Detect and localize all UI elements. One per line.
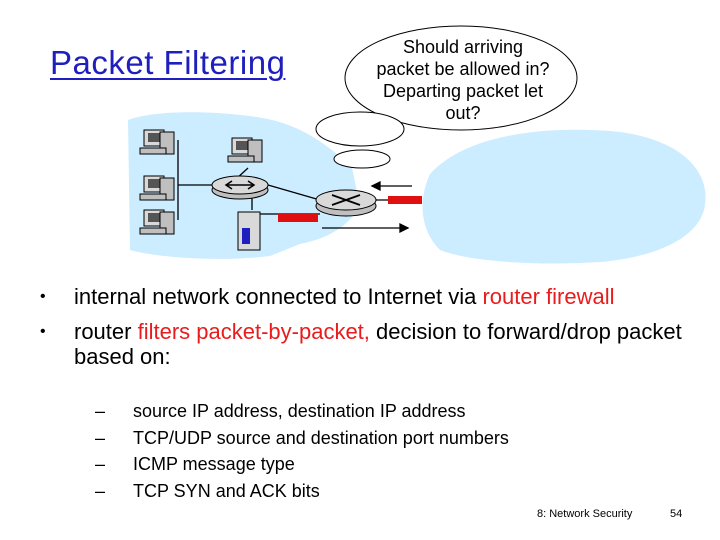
bubble-line: packet be allowed in? (376, 59, 550, 79)
bullet-text: internal network connected to Internet v… (74, 284, 483, 309)
packet (278, 214, 318, 222)
bubble-line: out? (445, 103, 481, 123)
workstation-icon (139, 209, 175, 235)
internet-cloud (422, 129, 706, 264)
bullet-text-highlight: router firewall (482, 284, 615, 309)
bullet-text-highlight: filters packet-by-packet, (137, 319, 370, 344)
packet (388, 196, 422, 204)
sub-bullet-marker: – (95, 427, 106, 448)
sub-bullet-list: – source IP address, destination IP addre… (95, 398, 509, 504)
sub-bullet-item: – ICMP message type (95, 451, 509, 478)
sub-bullet-text: source IP address, destination IP addres… (133, 401, 466, 421)
bullet-marker: • (40, 323, 46, 340)
router-icon (315, 189, 377, 217)
arrow-icon (370, 180, 412, 192)
network-diagram (128, 25, 706, 264)
sub-bullet-text: ICMP message type (133, 454, 295, 474)
footer-course-label: 8: Network Security (537, 508, 633, 520)
sub-bullet-item: – TCP SYN and ACK bits (95, 478, 509, 505)
sub-bullet-marker: – (95, 454, 106, 474)
thought-bubble (344, 25, 578, 131)
thought-bubble-small-1 (315, 111, 405, 147)
thought-bubble-text: Should arriving packet be allowed in? De… (352, 36, 574, 124)
slide-number: 54 (670, 508, 683, 520)
workstation-icon (227, 137, 263, 163)
sub-bullet-item: – source IP address, destination IP addre… (95, 398, 509, 425)
sub-bullet-item: – TCP/UDP source and destination port num… (95, 425, 509, 452)
sub-bullet-marker: – (95, 401, 106, 421)
bullet-item: • internal network connected to Internet… (36, 284, 686, 309)
bubble-line: Departing packet let (382, 81, 544, 101)
firewall-server-icon (237, 211, 261, 251)
arrow-icon (322, 222, 410, 234)
thought-bubble-small-2 (333, 149, 391, 169)
bubble-line: Should arriving (402, 37, 524, 57)
slide-title: Packet Filtering (50, 44, 286, 81)
workstation-icon (139, 175, 175, 201)
bullet-item: • router filters packet-by-packet, decis… (36, 319, 686, 369)
sub-bullet-text: TCP SYN and ACK bits (133, 480, 320, 501)
bullet-list: • internal network connected to Internet… (36, 284, 686, 379)
bullet-text: router (74, 319, 138, 344)
sub-bullet-marker: – (95, 480, 106, 501)
sub-bullet-text: TCP/UDP source and destination port numb… (133, 427, 509, 448)
bullet-text: decision to forward/drop packet based on… (74, 319, 682, 369)
workstation-icon (139, 129, 175, 155)
bullet-marker: • (40, 288, 46, 305)
router-icon (211, 175, 269, 200)
